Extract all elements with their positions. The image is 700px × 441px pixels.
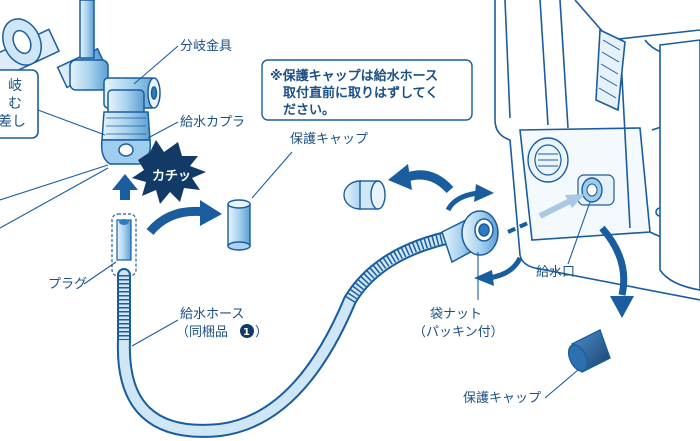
hose-badge bbox=[240, 324, 254, 338]
left-box-text-3: 差し bbox=[0, 114, 26, 130]
water-coupler bbox=[100, 111, 152, 165]
hose-label-1: 給水ホース bbox=[180, 307, 244, 322]
leader-cap-top bbox=[251, 151, 293, 199]
water-coupler-label: 給水カプラ bbox=[180, 115, 245, 130]
plug-label: プラグ bbox=[48, 277, 87, 292]
protective-cap-bottom-label: 保護キャップ bbox=[463, 390, 541, 406]
hose-label-2: （同梱品 bbox=[176, 325, 228, 340]
branch-fitting-label: 分岐金具 bbox=[180, 38, 232, 54]
click-burst: カチッ bbox=[132, 140, 206, 204]
protective-cap-top bbox=[343, 180, 386, 210]
washing-machine-body bbox=[494, 0, 700, 301]
click-sound-text: カチッ bbox=[152, 169, 191, 184]
caution-note: ※保護キャップは給水ホース 取付直前に取りはずしてく ださい。 bbox=[261, 59, 473, 121]
bag-nut-label-1: 袋ナット bbox=[430, 307, 482, 322]
left-box-text-2: む bbox=[8, 96, 22, 112]
hose-label-close: ） bbox=[255, 325, 268, 340]
protective-cap-top-label: 保護キャップ bbox=[290, 131, 368, 147]
remove-cap-arrow-left bbox=[146, 200, 222, 236]
cap-drop-arrow bbox=[599, 225, 634, 318]
leader-lines-left bbox=[0, 109, 109, 229]
remove-cap-arrow-right bbox=[388, 164, 454, 194]
protective-cap-bottom bbox=[567, 329, 611, 373]
rotate-arrows bbox=[445, 184, 523, 286]
bag-nut bbox=[441, 210, 499, 264]
bag-nut-label-2: （パッキン付） bbox=[413, 325, 504, 340]
hose-badge-number: 1 bbox=[243, 327, 250, 338]
connect-up-arrow bbox=[112, 174, 138, 200]
water-hose bbox=[116, 228, 467, 438]
note-line-2: 取付直前に取りはずしてく bbox=[283, 85, 438, 101]
note-line-1: ※保護キャップは給水ホース bbox=[270, 68, 438, 84]
note-line-3: ださい。 bbox=[283, 103, 335, 118]
labels: 分岐金具 給水カプラ 保護キャップ プラグ 給水ホース （同梱品 1 ） 袋ナッ… bbox=[48, 38, 591, 406]
plug-cap bbox=[227, 199, 251, 251]
water-inlet-label: 給水口 bbox=[536, 265, 575, 280]
left-box-text-1: 岐 bbox=[8, 78, 22, 94]
insert-direction-arrow bbox=[507, 194, 585, 234]
water-inlet-fitting bbox=[527, 137, 615, 206]
left-note-box: 岐 む 差し bbox=[0, 69, 39, 139]
plug bbox=[111, 213, 137, 277]
branch-fitting bbox=[69, 59, 161, 119]
